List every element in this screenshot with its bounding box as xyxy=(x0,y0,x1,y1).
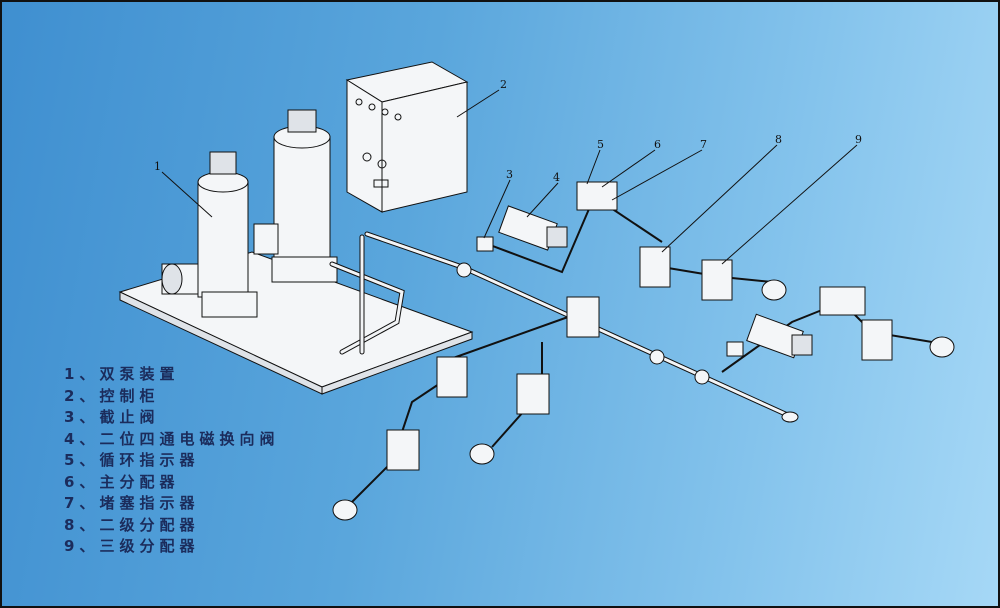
legend-label: 双泵装置 xyxy=(99,365,180,383)
legend-label: 控制柜 xyxy=(99,386,160,405)
legend-num: 4、 xyxy=(64,429,100,448)
legend-num: 2、 xyxy=(64,386,100,405)
legend-item: 2、控制柜 xyxy=(64,386,279,408)
legend-label: 主分配器 xyxy=(99,472,180,491)
legend-num: 7、 xyxy=(64,494,100,512)
legend-label: 三级分配器 xyxy=(99,537,200,555)
legend-item: 6、主分配器 xyxy=(64,472,279,494)
legend-label: 二位四通电磁换向阀 xyxy=(99,429,280,448)
callout-1: 1 xyxy=(154,160,161,173)
legend-label: 循环指示器 xyxy=(99,451,200,469)
legend-item: 9、三级分配器 xyxy=(64,536,279,558)
legend-num: 8、 xyxy=(64,515,100,534)
callout-3: 3 xyxy=(506,168,513,181)
legend-num: 1、 xyxy=(64,365,100,383)
legend-num: 5、 xyxy=(64,451,100,469)
legend-num: 6、 xyxy=(64,472,100,491)
legend: 1、双泵装置 2、控制柜 3、截止阀 4、二位四通电磁换向阀 5、循环指示器 6… xyxy=(64,364,279,558)
legend-label: 堵塞指示器 xyxy=(99,494,200,512)
legend-num: 3、 xyxy=(64,408,100,426)
callout-5: 5 xyxy=(597,138,604,151)
callout-numbers: 1 2 3 4 5 6 7 8 9 xyxy=(154,78,862,184)
legend-item: 4、二位四通电磁换向阀 xyxy=(64,429,279,451)
callout-9: 9 xyxy=(855,133,862,146)
callout-8: 8 xyxy=(775,133,782,146)
callout-leaders xyxy=(161,89,858,265)
legend-item: 3、截止阀 xyxy=(64,407,279,429)
legend-label: 二级分配器 xyxy=(99,515,200,534)
legend-item: 8、二级分配器 xyxy=(64,515,279,537)
legend-label: 截止阀 xyxy=(99,408,160,426)
callout-7: 7 xyxy=(700,138,707,151)
indicators xyxy=(332,279,955,521)
legend-item: 7、堵塞指示器 xyxy=(64,493,279,515)
distributors xyxy=(386,181,893,471)
callout-4: 4 xyxy=(553,171,560,184)
control-cabinet xyxy=(345,61,469,213)
legend-num: 9、 xyxy=(64,537,100,555)
legend-item: 5、循环指示器 xyxy=(64,450,279,472)
legend-item: 1、双泵装置 xyxy=(64,364,279,386)
dual-pump-unit xyxy=(161,109,338,318)
valves xyxy=(456,205,813,423)
callout-2: 2 xyxy=(500,78,507,91)
callout-6: 6 xyxy=(654,138,661,151)
